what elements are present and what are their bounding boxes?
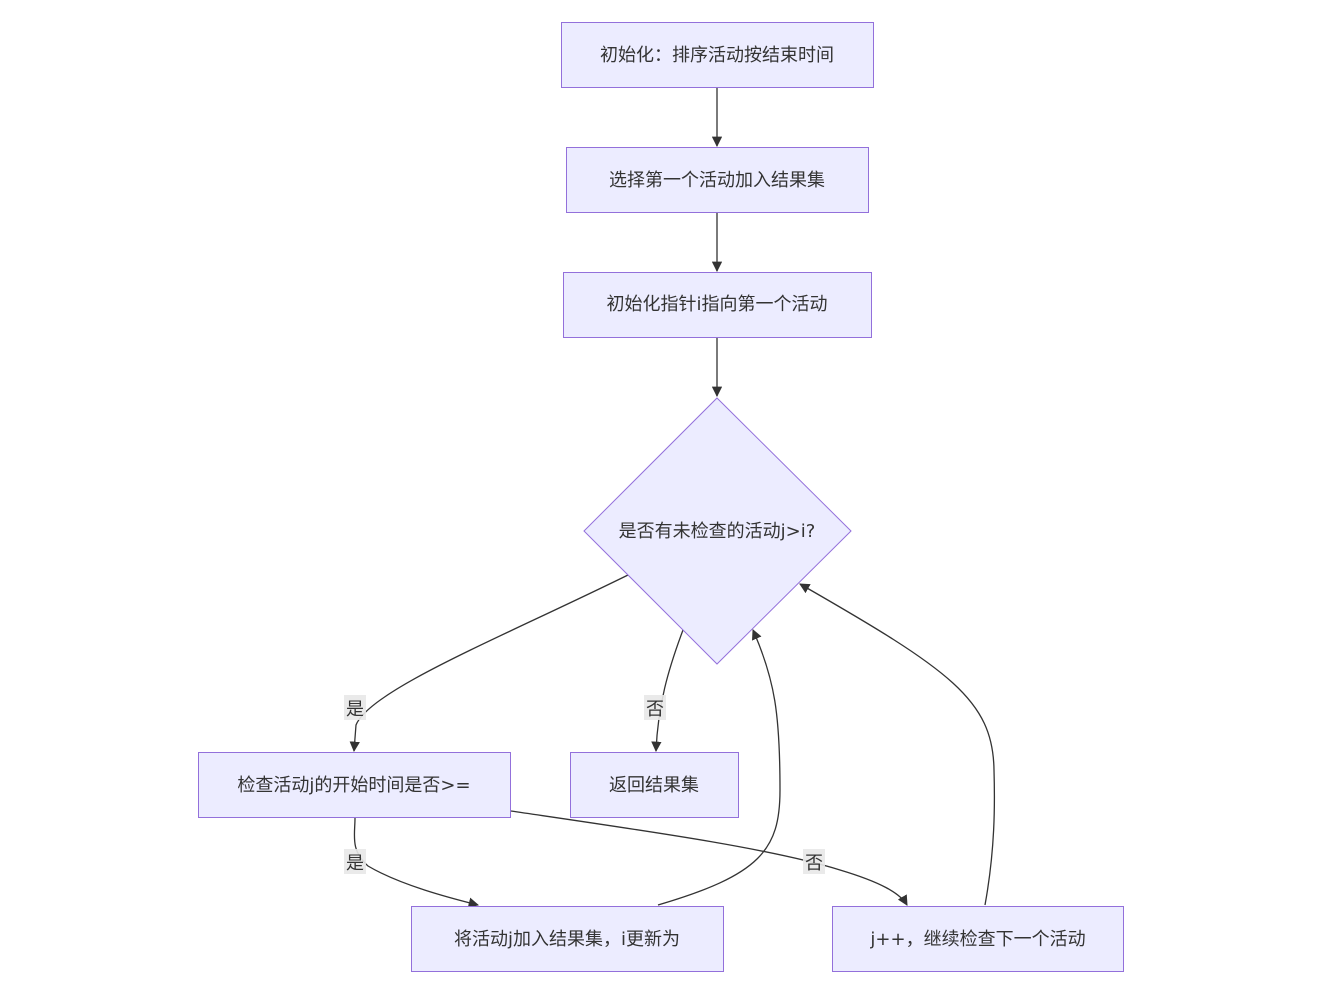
edge-label-decision-no: 否 — [644, 695, 666, 720]
node-init-pointer[interactable]: 初始化指针i指向第一个活动 — [563, 272, 872, 338]
edge-label-check-yes-text: 是 — [346, 853, 364, 874]
node-init[interactable]: 初始化：排序活动按结束时间 — [561, 22, 874, 88]
node-init-pointer-label: 初始化指针i指向第一个活动 — [607, 294, 828, 315]
edge-check-yes — [353, 817, 480, 908]
edge-add-to-decision — [657, 629, 781, 906]
node-add-j-label: 将活动j加入结果集，i更新为 — [454, 929, 680, 950]
edge-label-decision-yes: 是 — [344, 695, 366, 720]
node-select-first[interactable]: 选择第一个活动加入结果集 — [566, 147, 869, 213]
edge-label-decision-yes-text: 是 — [346, 699, 364, 720]
node-add-j[interactable]: 将活动j加入结果集，i更新为 — [411, 906, 724, 972]
node-check-start-label: 检查活动j的开始时间是否>= — [237, 775, 470, 796]
node-check-start[interactable]: 检查活动j的开始时间是否>= — [198, 752, 511, 818]
node-next-j[interactable]: j++，继续检查下一个活动 — [832, 906, 1124, 972]
edge-label-decision-no-text: 否 — [646, 699, 664, 720]
node-select-first-label: 选择第一个活动加入结果集 — [609, 170, 825, 191]
node-decision[interactable]: 是否有未检查的活动j>i? — [583, 397, 852, 665]
edge-next-to-decision — [799, 583, 996, 906]
edge-label-check-no-text: 否 — [805, 853, 823, 874]
edge-labels: 是 否 是 否 — [344, 695, 825, 874]
node-init-label: 初始化：排序活动按结束时间 — [600, 45, 834, 66]
edge-decision-no — [651, 629, 684, 753]
node-return-result-label: 返回结果集 — [609, 775, 699, 796]
node-next-j-label: j++，继续检查下一个活动 — [869, 929, 1085, 950]
edge-label-check-no: 否 — [803, 849, 825, 874]
node-return-result[interactable]: 返回结果集 — [570, 752, 739, 818]
node-decision-label: 是否有未检查的活动j>i? — [619, 521, 816, 542]
edge-decision-yes — [349, 574, 629, 753]
edge-check-no — [510, 810, 908, 906]
nodes: 初始化：排序活动按结束时间 选择第一个活动加入结果集 初始化指针i指向第一个活动… — [198, 22, 1124, 972]
edge-label-check-yes: 是 — [344, 849, 366, 874]
